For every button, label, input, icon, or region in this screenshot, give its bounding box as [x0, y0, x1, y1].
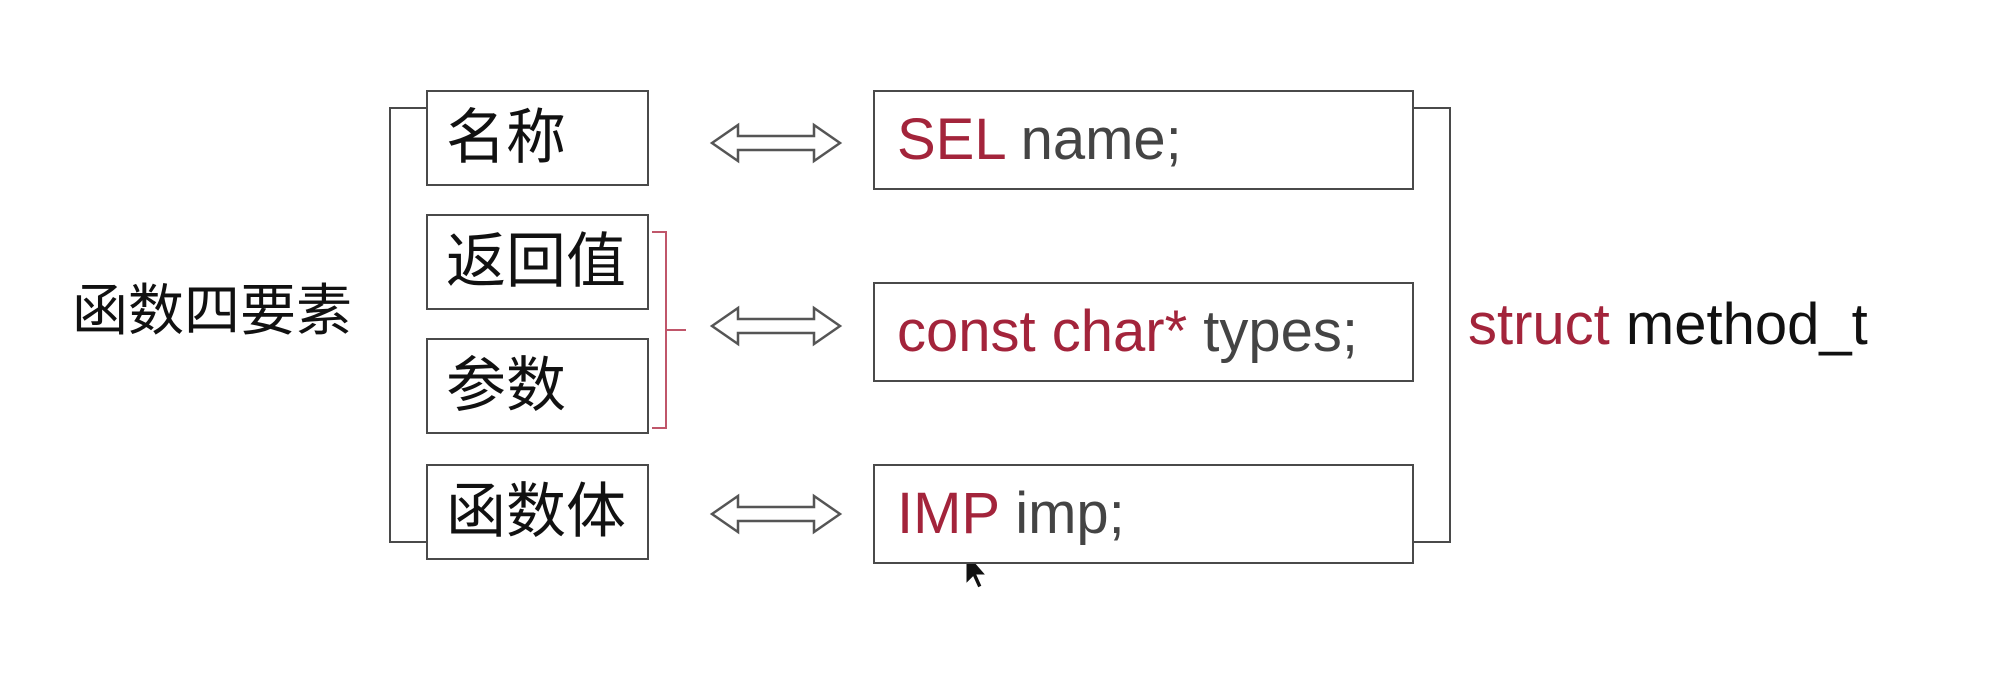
- double-arrow-name: [709, 122, 843, 164]
- field-identifier-types: types;: [1187, 299, 1359, 364]
- double-arrow-types: [709, 305, 843, 347]
- field-code-imp: IMP imp;: [897, 485, 1125, 543]
- field-identifier-imp: imp;: [999, 481, 1125, 546]
- field-box-sel: SEL name;: [873, 90, 1414, 190]
- double-arrow-imp: [709, 493, 843, 535]
- field-keyword-sel: SEL: [897, 107, 1005, 172]
- right-struct-bracket: [1414, 107, 1451, 543]
- element-box-body: 函数体: [426, 464, 649, 560]
- field-identifier-sel: name;: [1004, 107, 1182, 172]
- element-label-params: 参数: [446, 351, 566, 421]
- field-box-imp: IMP imp;: [873, 464, 1414, 564]
- field-box-types: const char* types;: [873, 282, 1414, 382]
- element-box-return-value: 返回值: [426, 214, 649, 310]
- field-keyword-imp: IMP: [897, 481, 1000, 546]
- struct-label: struct method_t: [1468, 296, 1868, 354]
- element-box-name: 名称: [426, 90, 649, 186]
- element-label-return-value: 返回值: [446, 227, 626, 297]
- field-code-types: const char* types;: [897, 303, 1358, 361]
- field-code-sel: SEL name;: [897, 111, 1182, 169]
- element-label-body: 函数体: [446, 477, 626, 547]
- element-label-name: 名称: [446, 103, 566, 173]
- field-keyword-types: const char*: [897, 299, 1188, 364]
- left-group-bracket: [389, 107, 426, 543]
- struct-keyword: struct: [1468, 292, 1610, 357]
- struct-name: method_t: [1609, 292, 1868, 357]
- return-params-bracket: [652, 231, 686, 429]
- element-box-params: 参数: [426, 338, 649, 434]
- group-label: 函数四要素: [72, 279, 352, 344]
